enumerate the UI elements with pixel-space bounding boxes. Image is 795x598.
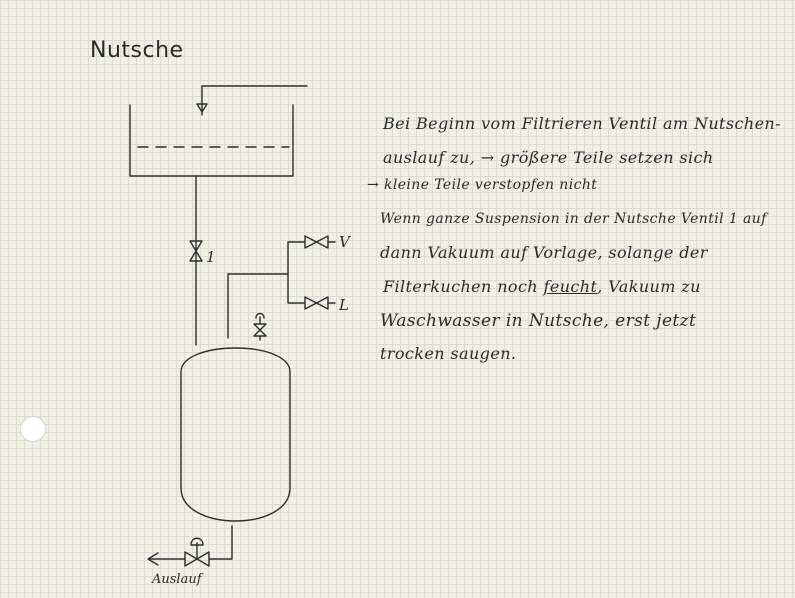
outlet-label: Auslauf xyxy=(151,572,204,587)
receiver-vessel xyxy=(180,347,291,522)
vent-valve-v-icon[interactable] xyxy=(304,235,329,249)
nutsche-vessel xyxy=(129,104,294,177)
note-line-1: Bei Beginn vom Filtrieren Ventil am Nuts… xyxy=(383,114,781,133)
valve-1-label: 1 xyxy=(206,248,216,266)
note-line-2: auslauf zu, → größere Teile setzen sich xyxy=(383,148,714,167)
vent-valve-v-label: V xyxy=(339,233,352,251)
vent-valve-l-label: L xyxy=(338,296,349,314)
note-line-7: Waschwasser in Nutsche, erst jetzt xyxy=(380,311,697,331)
note-line-8: trocken saugen. xyxy=(380,344,517,363)
vacuum-line xyxy=(227,241,336,339)
note-line-6-end: Vakuum zu xyxy=(608,277,701,296)
note-line-4: Wenn ganze Suspension in der Nutsche Ven… xyxy=(380,211,767,227)
outlet-line xyxy=(147,525,233,566)
feed-line xyxy=(196,85,308,116)
outlet-valve-icon[interactable] xyxy=(184,537,210,567)
valve-1-icon[interactable] xyxy=(189,240,203,262)
vent-valve-l-icon[interactable] xyxy=(304,296,329,310)
note-emphasis-feucht: feucht xyxy=(543,277,598,296)
note-line-6-start: Filterkuchen noch xyxy=(383,277,544,296)
note-line-6: Filterkuchen noch feucht, Vakuum zu xyxy=(383,277,701,296)
punch-hole xyxy=(20,416,46,442)
note-line-5: dann Vakuum auf Vorlage, solange der xyxy=(380,243,708,262)
page-title: Nutsche xyxy=(90,38,184,63)
note-line-6-comma: , xyxy=(597,277,603,296)
note-line-3: → kleine Teile verstopfen nicht xyxy=(367,177,598,193)
receiver-top-valve-icon[interactable] xyxy=(253,312,267,337)
